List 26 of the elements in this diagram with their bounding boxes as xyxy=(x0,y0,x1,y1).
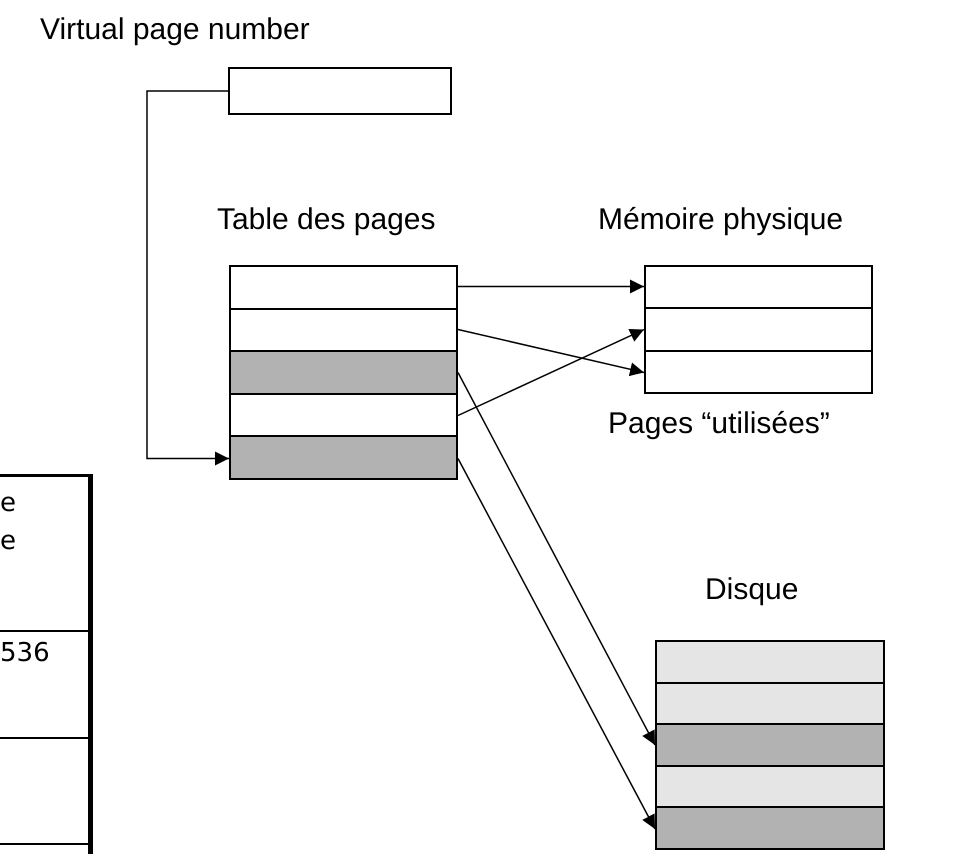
table-row xyxy=(655,764,885,806)
table-row xyxy=(229,350,458,393)
table-cell-text: 536 xyxy=(0,637,50,670)
arrow xyxy=(146,90,229,466)
arrow xyxy=(458,328,644,416)
arrow xyxy=(457,458,656,830)
table-row xyxy=(655,640,885,682)
table-row xyxy=(644,307,873,350)
table-cell-text: e e xyxy=(0,487,17,558)
heading: Disque xyxy=(705,572,798,608)
heading: Mémoire physique xyxy=(598,202,844,238)
table-row xyxy=(229,435,458,480)
node-label: Pages “utilisées” xyxy=(608,406,830,442)
table-row xyxy=(644,265,873,308)
table-row xyxy=(229,392,458,436)
arrow xyxy=(458,280,644,294)
table-row xyxy=(655,806,885,850)
table-row xyxy=(655,682,885,724)
arrow xyxy=(458,328,644,376)
table-row xyxy=(229,265,458,308)
table-row xyxy=(229,308,458,350)
table-row xyxy=(655,723,885,765)
heading: Table des pages xyxy=(217,202,436,238)
table-row xyxy=(644,350,873,394)
arrow xyxy=(457,372,656,746)
heading: Virtual page number xyxy=(40,12,310,48)
